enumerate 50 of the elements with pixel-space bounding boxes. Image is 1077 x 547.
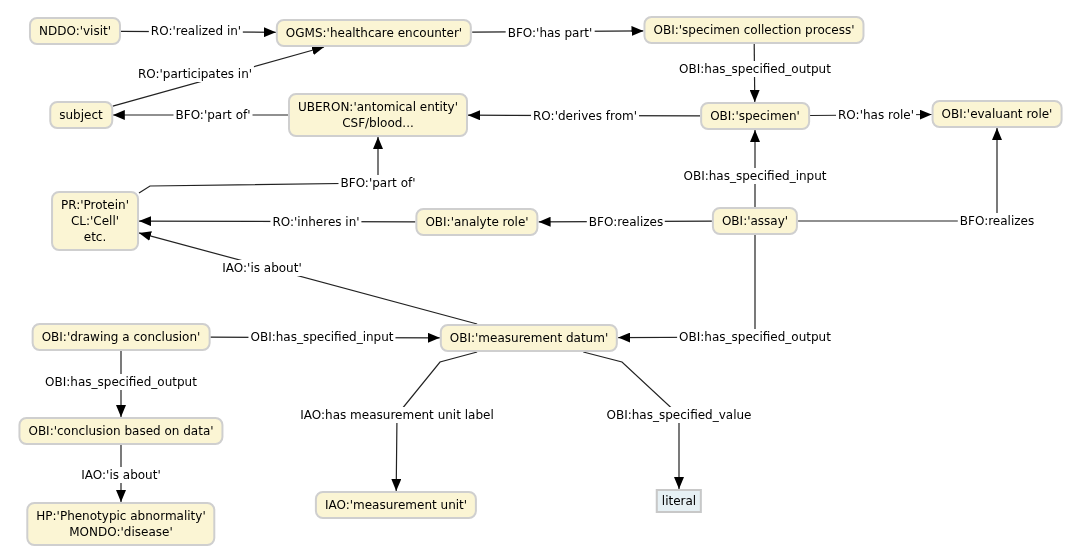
edge-label: BFO:'part of'	[173, 107, 253, 123]
term-box	[711, 207, 799, 235]
term-label: HP:'Phenotypic abnormality'	[36, 508, 206, 524]
term-label: etc.	[82, 229, 108, 245]
literal-box	[655, 489, 703, 513]
term-label: CSF/blood...	[341, 115, 415, 131]
term-label: OBI:'analyte role'	[425, 214, 529, 230]
edge-label: OBI:has_specified_input	[681, 168, 829, 184]
edge-label: IAO:has measurement unit label	[298, 407, 496, 423]
term-box	[643, 16, 865, 44]
term-label: NDDO:'visit'	[38, 23, 112, 39]
term-box	[51, 191, 139, 251]
term-label: OBI:'assay'	[721, 213, 789, 229]
term-box	[288, 93, 468, 137]
edge-label: BFO:'has part'	[505, 25, 595, 41]
term-box	[18, 417, 224, 445]
term-label: OBI:'drawing a conclusion'	[41, 329, 201, 345]
edge-label: BFO:'part of'	[338, 175, 418, 191]
term-box	[314, 491, 478, 519]
term-box	[700, 102, 810, 130]
term-label: OBI:'measurement datum'	[449, 330, 609, 346]
term-label: OBI:'specimen'	[710, 108, 800, 124]
term-label: PR:'Protein'	[61, 197, 129, 213]
term-box	[26, 502, 216, 546]
term-label: literal	[661, 493, 697, 509]
edge-label: OBI:has_specified_output	[677, 61, 833, 77]
arrow	[391, 351, 478, 492]
edge-label: OBI:has_specified_value	[604, 407, 754, 423]
term-label: OBI:'conclusion based on data'	[28, 423, 214, 439]
edge-label: OBI:has_specified_output	[43, 374, 199, 390]
term-label: OBI:'specimen collection process'	[653, 22, 855, 38]
term-label: MONDO:'disease'	[68, 524, 174, 540]
edge-label: IAO:'is about'	[79, 467, 163, 483]
edge-label: OBI:has_specified_input	[248, 329, 396, 345]
edge-label: IAO:'is about'	[220, 260, 304, 276]
term-box	[31, 323, 211, 351]
term-label: IAO:'measurement unit'	[324, 497, 468, 513]
term-box	[49, 101, 113, 129]
arrow	[582, 351, 684, 490]
term-box	[28, 17, 122, 45]
term-box	[439, 324, 619, 352]
term-label: CL:'Cell'	[69, 213, 121, 229]
term-label: UBERON:'antomical entity'	[298, 99, 458, 115]
term-box	[415, 208, 539, 236]
term-box	[275, 19, 473, 47]
term-label: OBI:'evaluant role'	[941, 106, 1053, 122]
term-box	[931, 100, 1063, 128]
edge-label: OBI:has_specified_output	[677, 329, 833, 345]
term-label: OGMS:'healthcare encounter'	[285, 25, 463, 41]
term-label: subject	[59, 107, 103, 123]
